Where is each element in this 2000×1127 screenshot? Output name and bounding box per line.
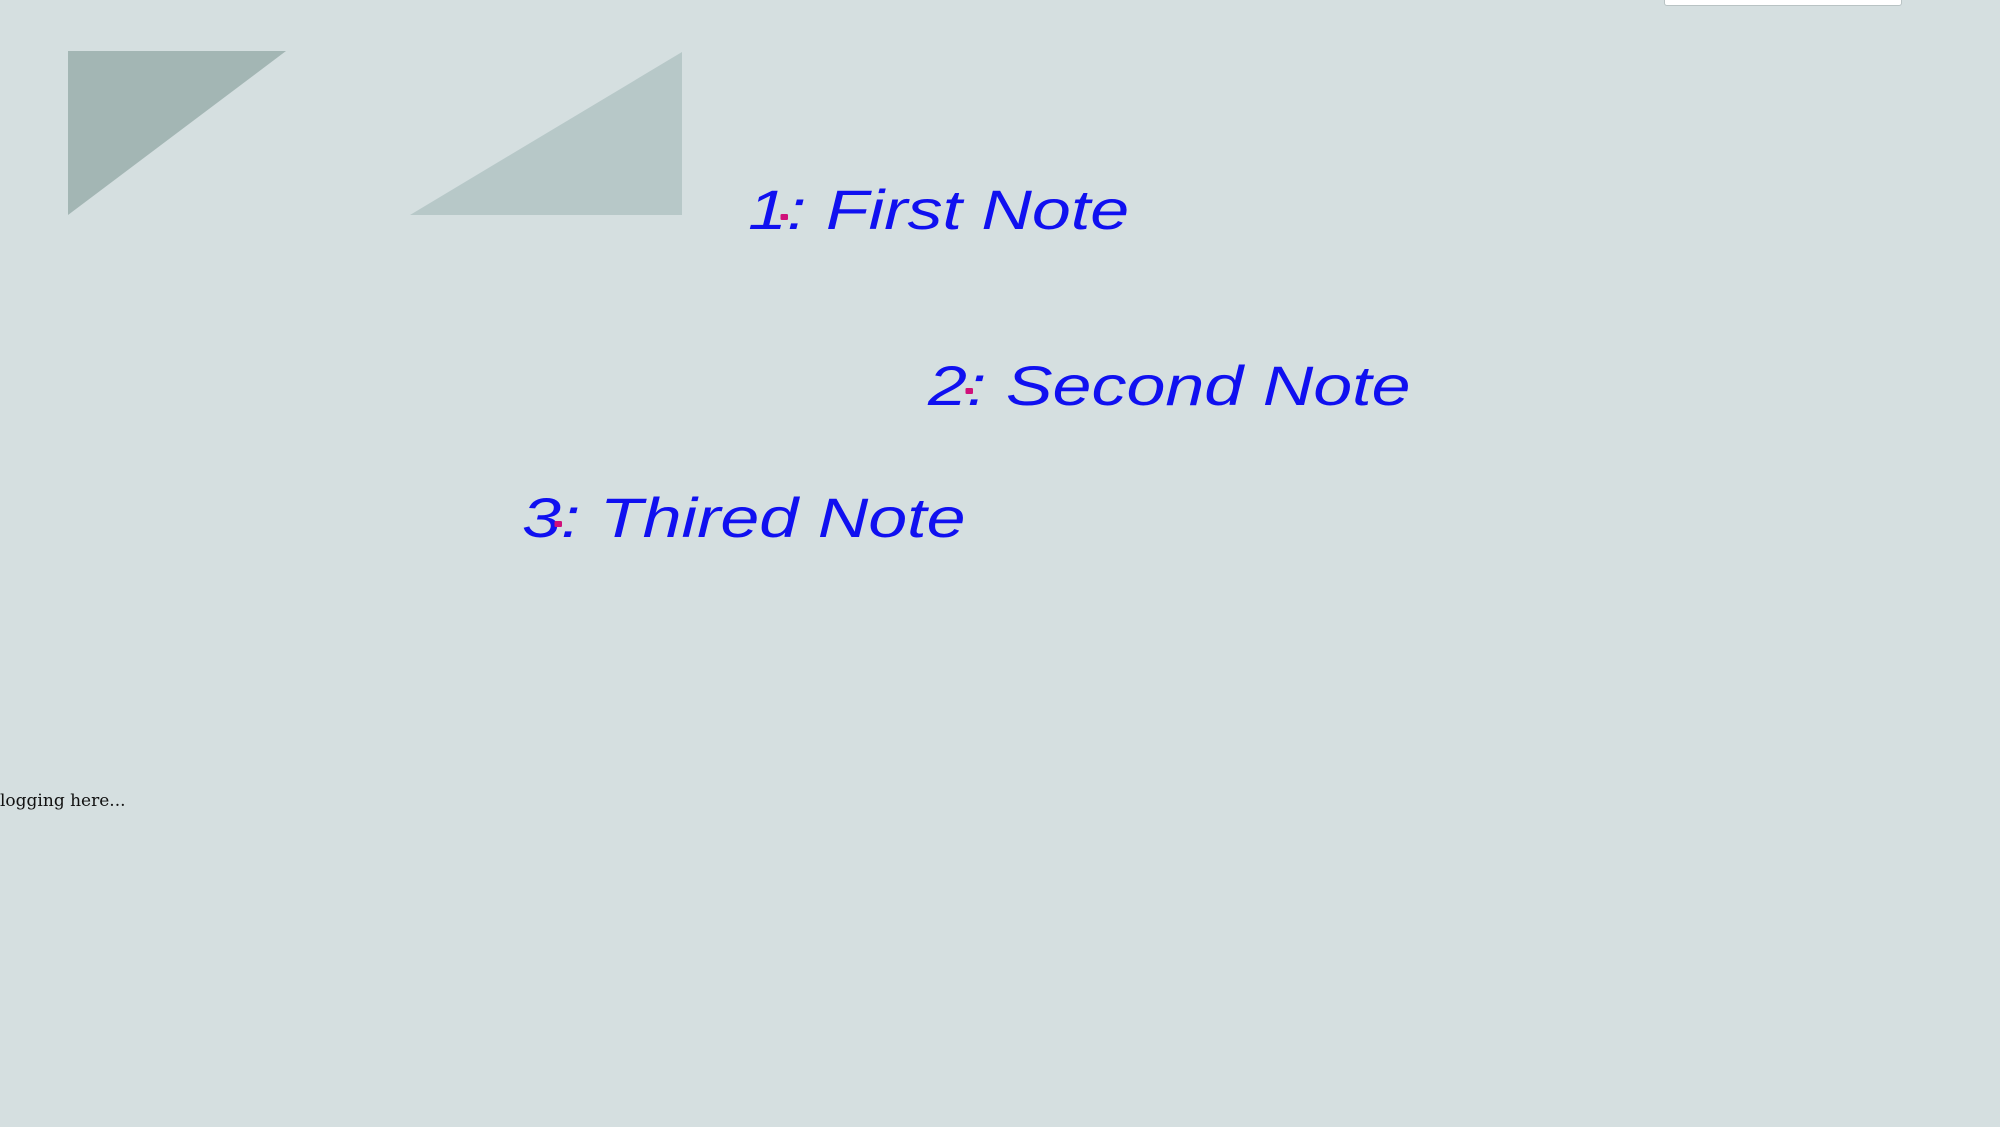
note-first-anchor-marker[interactable] bbox=[780, 214, 788, 220]
note-second-anchor-marker[interactable] bbox=[965, 388, 973, 394]
note-third-anchor-marker[interactable] bbox=[554, 521, 562, 527]
note-third[interactable]: 3: Thired Note bbox=[522, 490, 966, 546]
canvas-shapes bbox=[68, 51, 682, 215]
top-input-field[interactable] bbox=[1664, 0, 1902, 6]
note-third-label: 3: Thired Note bbox=[522, 486, 966, 549]
note-first-label: 1: First Note bbox=[748, 178, 1130, 241]
note-second-label: 2: Second Note bbox=[928, 354, 1411, 417]
note-first[interactable]: 1: First Note bbox=[748, 182, 1129, 238]
log-output: logging here... bbox=[0, 791, 126, 811]
dark-triangle-shape[interactable] bbox=[68, 51, 286, 215]
light-triangle-shape[interactable] bbox=[410, 52, 682, 215]
note-second[interactable]: 2: Second Note bbox=[928, 358, 1411, 414]
